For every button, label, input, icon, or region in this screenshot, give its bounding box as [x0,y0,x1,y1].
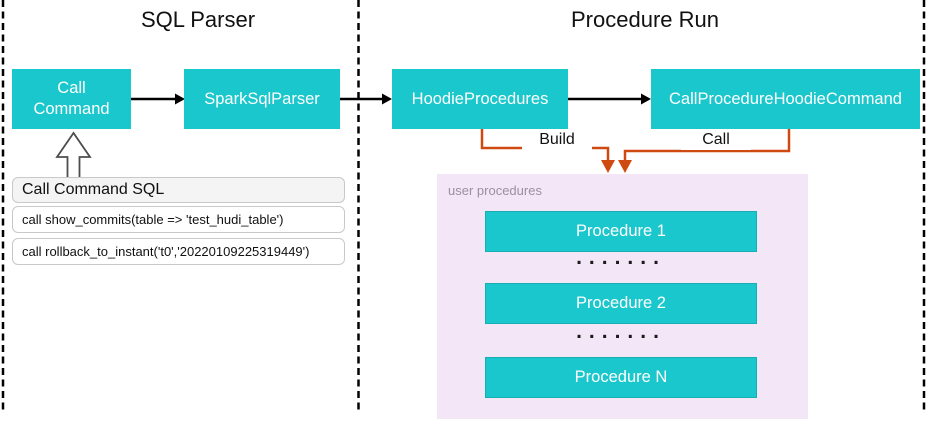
node-sparksqlparser: SparkSqlParser [184,69,340,129]
section-title-procedure-run: Procedure Run [571,7,719,32]
block-arrow-up-icon [55,131,92,179]
sql-table-row: call show_commits(table => 'test_hudi_ta… [12,206,345,233]
node-callprocedurehoodiecommand: CallProcedureHoodieCommand [651,69,920,129]
edge-label-call: Call [681,130,751,150]
ellipsis-dots: ....... [576,246,666,269]
node-call-command-label: Call Command [33,79,110,118]
arrow-callcommand-to-sparksqlparser-icon [131,93,185,105]
sql-table-row: call rollback_to_instant('t0','202201092… [12,238,345,265]
edge-label-build: Build [522,130,592,150]
node-call-command: Call Command [12,69,131,129]
section-title-sql-parser: SQL Parser [140,7,256,32]
user-procedures-label: user procedures [448,183,542,198]
arrow-hoodieprocedures-to-callprocedure-icon [568,93,651,105]
procedure-box: Procedure 1 [485,211,757,252]
sql-table-header: Call Command SQL [12,177,345,203]
node-hoodieprocedures: HoodieProcedures [392,69,568,129]
user-procedures-container: user procedures Procedure 1 ....... Proc… [437,174,808,419]
build-arrowhead-icon [601,160,615,173]
procedure-box: Procedure N [485,357,757,398]
ellipsis-dots: ....... [576,320,666,343]
procedure-box: Procedure 2 [485,283,757,324]
call-arrowhead-icon [618,160,632,173]
arrow-sparksqlparser-to-hoodieprocedures-icon [340,93,392,105]
